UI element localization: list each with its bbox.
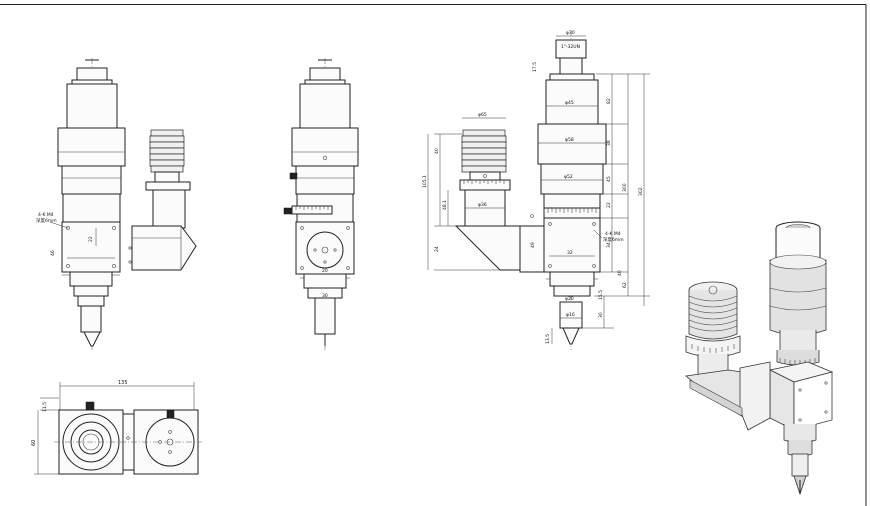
dim-82: 82 [606,98,612,104]
dim-24: 24 [434,246,440,252]
side-module-left [128,129,197,271]
dim-thread: 1"-32UN [561,44,580,50]
front-view-left: 22 46 48 4-K M4 深度6mm [36,58,126,350]
dim-phi58: φ58 [565,137,574,143]
dim-label-62: 62 [622,282,628,288]
dim-label-40-left: 40 [434,148,440,154]
dim-label-17-5: 17.5 [532,62,538,72]
dim-105: 105.1 [422,175,428,188]
dim-11-5: 11.5 [42,402,48,412]
dim-phi30: φ30 [566,30,575,36]
dim-302: 302 [638,187,644,196]
dim-label-20-middle: 20 [322,268,328,274]
dim-label-46-left: 46 [50,250,56,256]
dim-phi20: φ20 [565,296,574,302]
dim-label-32: 32 [567,250,573,256]
dim-label-40-right: 40 [617,270,623,276]
dimensioned-view: φ30 1"-32UN 17.5 φ45 φ58 φ52 [422,30,650,350]
dim-label-22-left: 22 [88,236,94,242]
dim-label-49: 49 [530,242,536,248]
dim-phi36: φ36 [478,202,487,208]
dim-45: 45 [606,176,612,182]
note-mount-holes-left-b: 深度6mm [36,217,57,224]
dim-phi52: φ52 [564,174,573,180]
dim-label-30-middle: 30 [322,293,328,299]
dim-38: 38 [606,140,612,146]
note-mount-holes-left-a: 4-K M4 [38,212,54,218]
dim-300: 300 [622,183,628,192]
dim-30: 30 [598,312,604,318]
dim-60: 60 [31,440,37,446]
dim-phi65: φ65 [478,112,487,118]
dim-phi16: φ16 [566,312,575,318]
dim-label-22: 22 [606,202,612,208]
note-mount-holes-right-b: 深度6mm [603,236,624,243]
side-view-middle: 20 44 30 [283,58,359,350]
dim-13-5: 13.5 [545,334,551,344]
dim-135: 135 [118,380,128,386]
note-mount-holes-right-a: 4-K M4 [605,231,621,237]
drawing-frame [0,4,867,506]
isometric-illustration [685,221,834,496]
dim-48: 48.1 [442,200,448,210]
dim-label-34: 34 [606,242,612,248]
dim-phi45: φ45 [565,100,574,106]
top-view: 135 11.5 60 [31,380,202,475]
dim-label-15-5: 15.5 [598,290,604,300]
